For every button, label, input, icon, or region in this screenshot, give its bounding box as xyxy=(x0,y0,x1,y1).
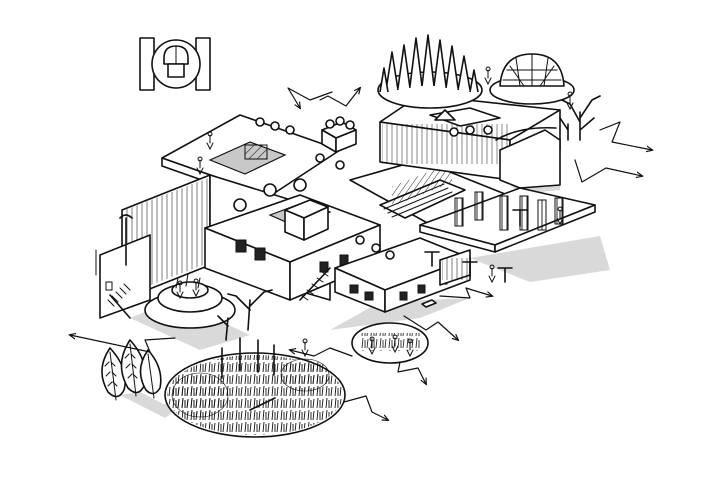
circulation-arrows xyxy=(70,88,652,420)
arrow-icon xyxy=(574,159,642,183)
arrow-icon xyxy=(70,335,176,353)
bare-tree-right xyxy=(559,95,601,141)
person-figures xyxy=(176,66,574,358)
person-icon xyxy=(556,206,564,226)
dome-icon xyxy=(489,53,575,105)
arrow-icon xyxy=(287,87,333,108)
person-icon xyxy=(368,336,376,356)
round-planter-left xyxy=(144,273,236,329)
arrow-icon xyxy=(599,121,652,150)
leaf-tree-group xyxy=(101,339,162,401)
logo-mark-icon xyxy=(139,37,211,91)
person-icon xyxy=(196,156,204,176)
roof-furniture xyxy=(255,117,395,260)
person-icon xyxy=(566,91,574,111)
arrow-icon xyxy=(439,287,492,299)
conifer-cluster xyxy=(377,34,483,109)
person-icon xyxy=(206,131,214,151)
central-building xyxy=(204,178,381,301)
person-icon xyxy=(192,278,200,298)
arrow-icon xyxy=(319,88,360,107)
person-icon xyxy=(484,66,492,86)
person-icon xyxy=(488,264,496,284)
person-icon xyxy=(176,280,184,300)
lamp-posts xyxy=(424,209,528,283)
bare-tree-center xyxy=(217,289,273,341)
person-icon xyxy=(406,338,414,358)
arrow-icon xyxy=(403,315,458,340)
arrow-icon xyxy=(343,395,388,420)
oval-pad-right xyxy=(351,322,429,364)
arrow-icon xyxy=(397,361,426,384)
person-icon xyxy=(391,334,399,354)
arrow-icon xyxy=(290,347,353,357)
meadow-ellipse xyxy=(164,337,346,438)
person-icon xyxy=(301,338,309,358)
